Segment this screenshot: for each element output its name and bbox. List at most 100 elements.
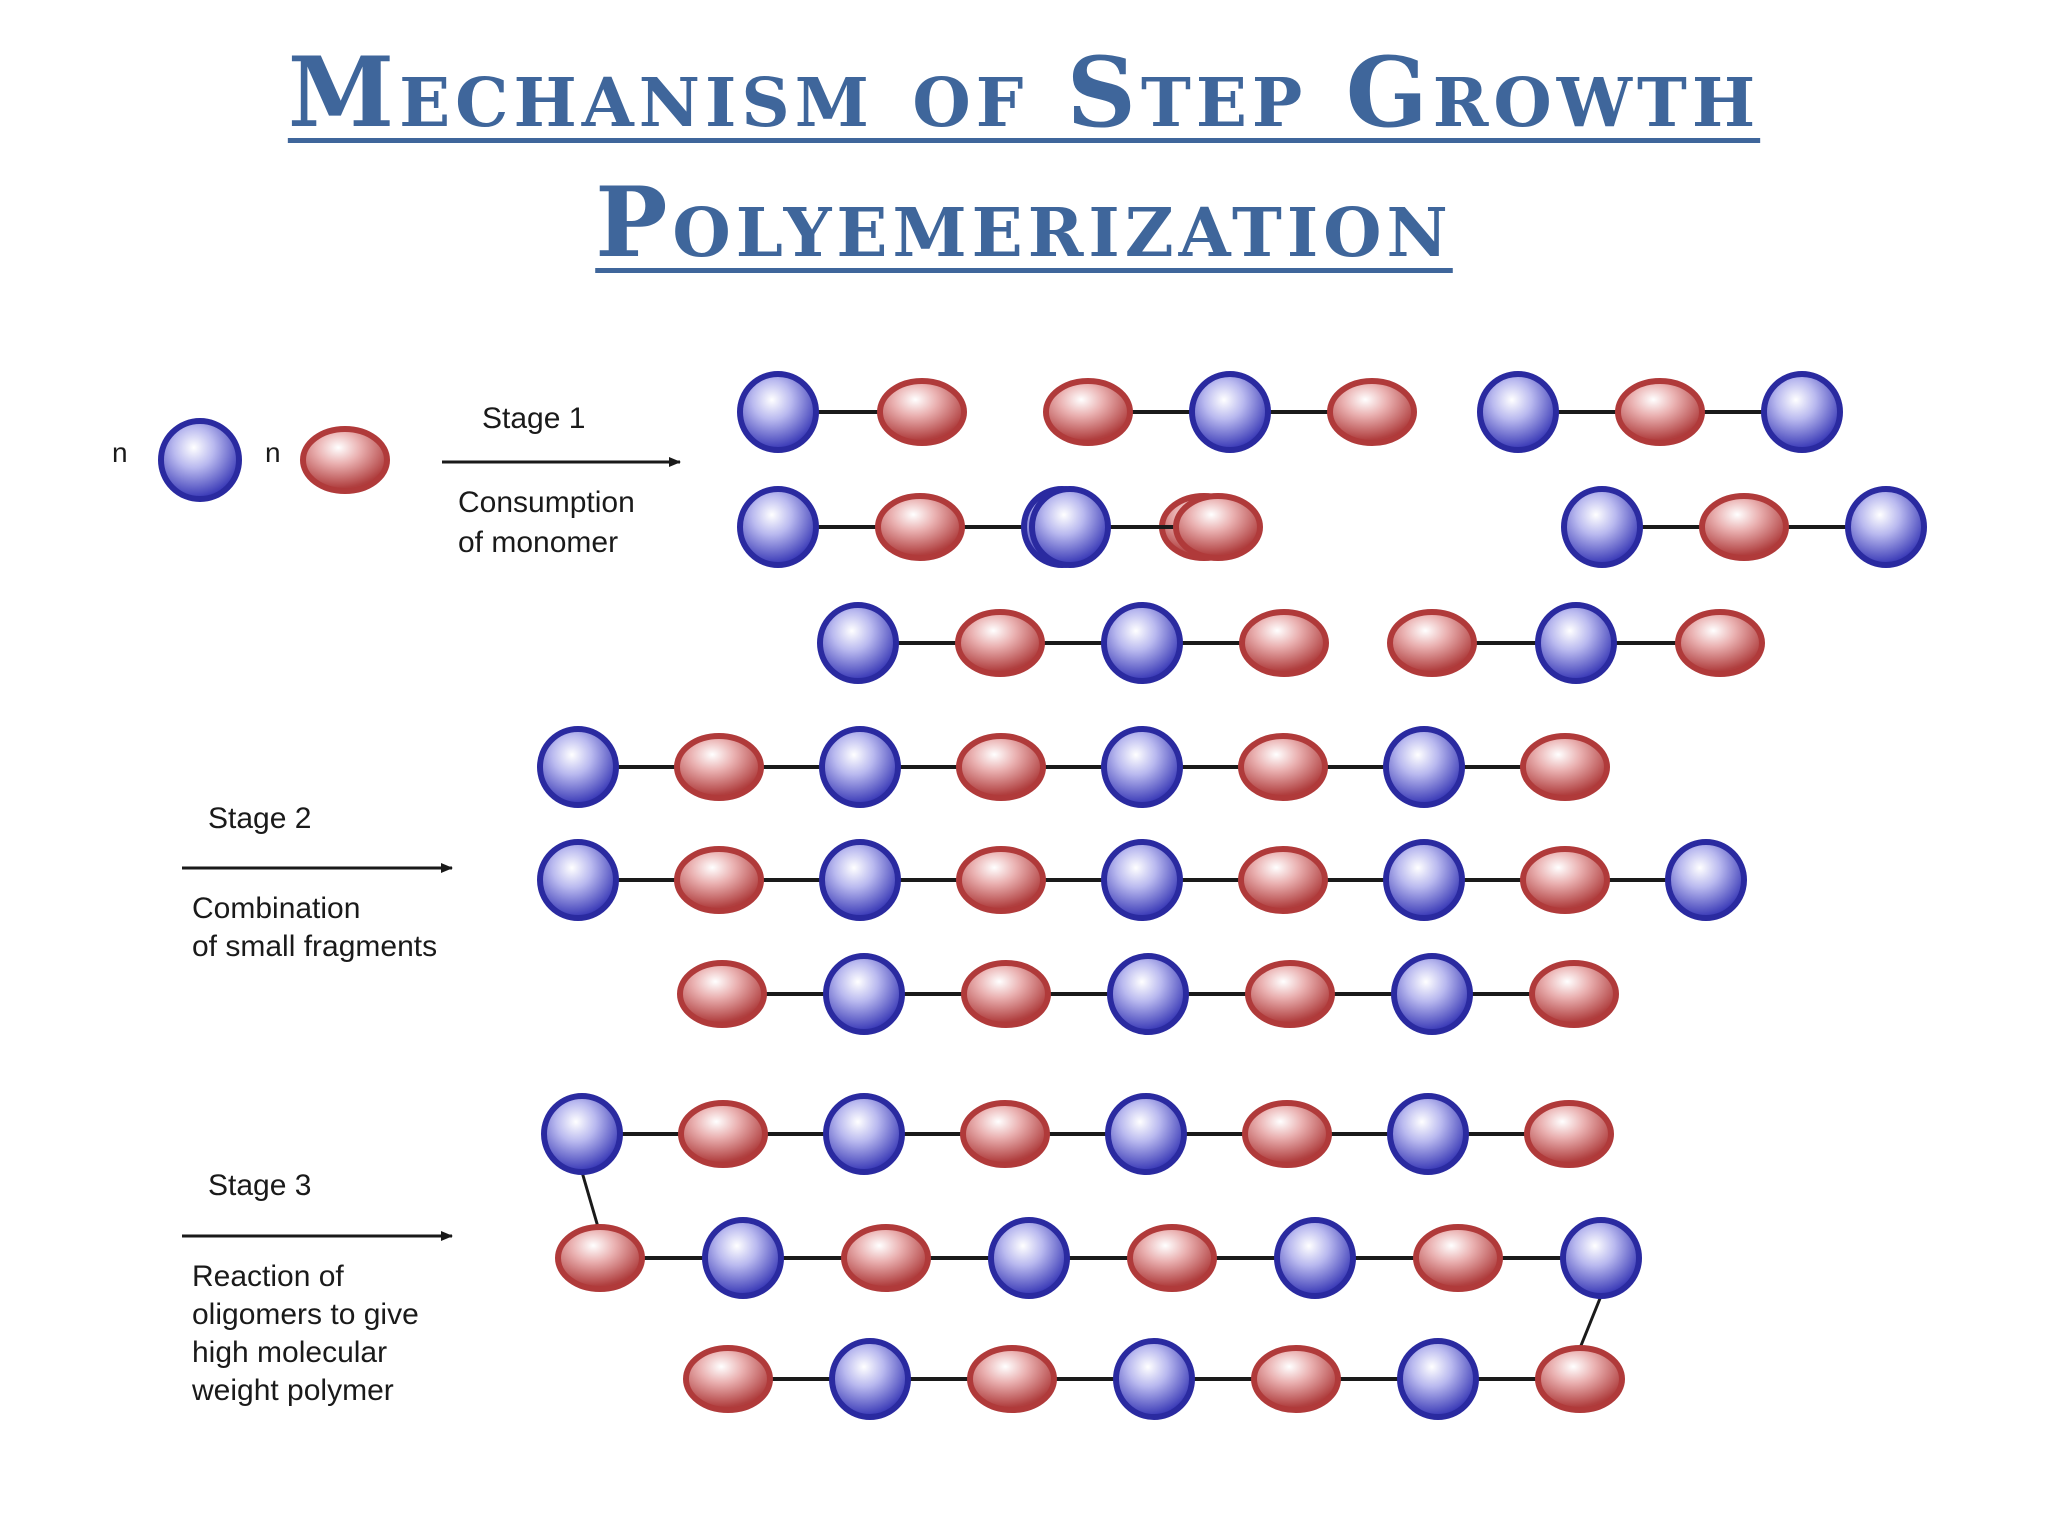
stage1-chain-3 xyxy=(1477,371,1843,453)
stage3-chain-3 xyxy=(683,1338,1625,1420)
stage3-chain-1 xyxy=(541,1093,1614,1175)
monomer-a-bead xyxy=(1274,1217,1356,1299)
monomer-a-count: n xyxy=(112,437,128,468)
monomer-b-bead xyxy=(1675,609,1765,677)
monomer-b-bead xyxy=(674,846,764,914)
monomer-b-bead xyxy=(1242,1100,1332,1168)
monomer-b-count: n xyxy=(265,437,281,468)
monomer-a-bead xyxy=(1387,1093,1469,1175)
stage-3-desc-line-1: Reaction of xyxy=(192,1260,344,1293)
monomer-a-bead xyxy=(988,1217,1070,1299)
monomer-b-bead xyxy=(1524,1100,1614,1168)
monomer-a-bead xyxy=(1101,839,1183,921)
stage2-chain-3 xyxy=(677,953,1619,1035)
monomer-a-bead xyxy=(1189,371,1271,453)
monomer-b-bead xyxy=(1535,1345,1625,1413)
stage-2-label: Stage 2 xyxy=(208,802,311,835)
monomer-a-bead xyxy=(702,1217,784,1299)
monomer-b-bead xyxy=(956,733,1046,801)
monomer-b-bead xyxy=(1387,609,1477,677)
monomer-b-ball xyxy=(300,426,390,494)
monomer-b-bead xyxy=(1615,378,1705,446)
stage-1-desc-line-1: Consumption xyxy=(458,486,635,519)
monomer-a-bead xyxy=(1665,839,1747,921)
monomer-a-bead xyxy=(1105,1093,1187,1175)
monomer-a-bead xyxy=(1029,486,1111,568)
monomer-b-bead xyxy=(841,1224,931,1292)
stage-1-label: Stage 1 xyxy=(482,402,585,435)
monomer-b-bead xyxy=(877,378,967,446)
monomer-a-bead xyxy=(537,726,619,808)
monomer-a-bead xyxy=(1845,486,1927,568)
monomer-a-bead xyxy=(1561,486,1643,568)
monomer-a-bead xyxy=(1107,953,1189,1035)
stage3-chain-2 xyxy=(555,1217,1642,1299)
monomer-a-bead xyxy=(1101,726,1183,808)
monomer-b-bead xyxy=(677,960,767,1028)
monomer-b-bead xyxy=(1127,1224,1217,1292)
stage2-chain-1 xyxy=(537,726,1610,808)
monomer-a-bead xyxy=(1383,839,1465,921)
monomer-a-bead xyxy=(1535,602,1617,684)
stage-3-desc-line-4: weight polymer xyxy=(191,1374,394,1407)
monomer-b-bead xyxy=(674,733,764,801)
monomer-a-bead xyxy=(1477,371,1559,453)
monomer-b-bead xyxy=(960,1100,1050,1168)
monomer-a-bead xyxy=(819,726,901,808)
stage3-crosslink-bond-2 xyxy=(1578,1295,1603,1349)
monomer-a-bead xyxy=(819,839,901,921)
monomer-b-bead xyxy=(875,493,965,561)
page-title-line-2: Polyemerization xyxy=(595,166,1453,279)
monomer-a-bead xyxy=(737,371,819,453)
stage-3-desc-line-3: high molecular xyxy=(192,1336,387,1369)
monomer-b-bead xyxy=(1173,493,1263,561)
monomer-a-bead xyxy=(823,1093,905,1175)
stage-2-desc-line-1: Combination xyxy=(192,892,360,925)
monomer-a-bead xyxy=(817,602,899,684)
stage2-chain-2 xyxy=(537,839,1747,921)
stage1-chain-7 xyxy=(817,602,1329,684)
monomer-b-bead xyxy=(1251,1345,1341,1413)
monomer-b-bead xyxy=(1239,609,1329,677)
monomer-a-bead xyxy=(737,486,819,568)
monomer-b-bead xyxy=(967,1345,1057,1413)
stage-2-desc-line-2: of small fragments xyxy=(192,930,437,963)
monomer-b-bead xyxy=(1699,493,1789,561)
monomer-a-bead xyxy=(829,1338,911,1420)
stage-1-desc-line-2: of monomer xyxy=(458,526,618,559)
monomer-a-bead xyxy=(1391,953,1473,1035)
monomer-a-bead xyxy=(1383,726,1465,808)
stage-3-label: Stage 3 xyxy=(208,1169,311,1202)
stage1-chain-5 xyxy=(1029,486,1263,568)
polymer-chains xyxy=(537,371,1927,1420)
monomer-a-ball xyxy=(158,418,242,502)
monomer-b-bead xyxy=(1520,733,1610,801)
monomer-a-bead xyxy=(541,1093,623,1175)
monomer-b-bead xyxy=(1238,846,1328,914)
monomer-b-bead xyxy=(1529,960,1619,1028)
monomer-b-bead xyxy=(683,1345,773,1413)
monomer-b-bead xyxy=(1043,378,1133,446)
monomer-a-bead xyxy=(537,839,619,921)
monomer-b-bead xyxy=(678,1100,768,1168)
stage3-crosslink-bond-1 xyxy=(580,1171,600,1228)
monomer-a-bead xyxy=(1101,602,1183,684)
monomer-b-bead xyxy=(955,609,1045,677)
monomer-a-bead xyxy=(1761,371,1843,453)
stage1-chain-8 xyxy=(1387,602,1765,684)
stage-3-desc-line-2: oligomers to give xyxy=(192,1298,419,1331)
monomer-a-bead xyxy=(1560,1217,1642,1299)
stage1-chain-1 xyxy=(737,371,967,453)
monomer-b-bead xyxy=(1327,378,1417,446)
stage1-chain-6 xyxy=(1561,486,1927,568)
monomer-b-bead xyxy=(956,846,1046,914)
monomer-b-bead xyxy=(961,960,1051,1028)
monomer-b-bead xyxy=(1413,1224,1503,1292)
page-title-line-1: Mechanism of Step Growth xyxy=(287,36,1761,149)
monomer-b-bead xyxy=(1245,960,1335,1028)
stage1-chain-2 xyxy=(1043,371,1417,453)
monomer-b-bead xyxy=(1238,733,1328,801)
monomer-a-bead xyxy=(823,953,905,1035)
